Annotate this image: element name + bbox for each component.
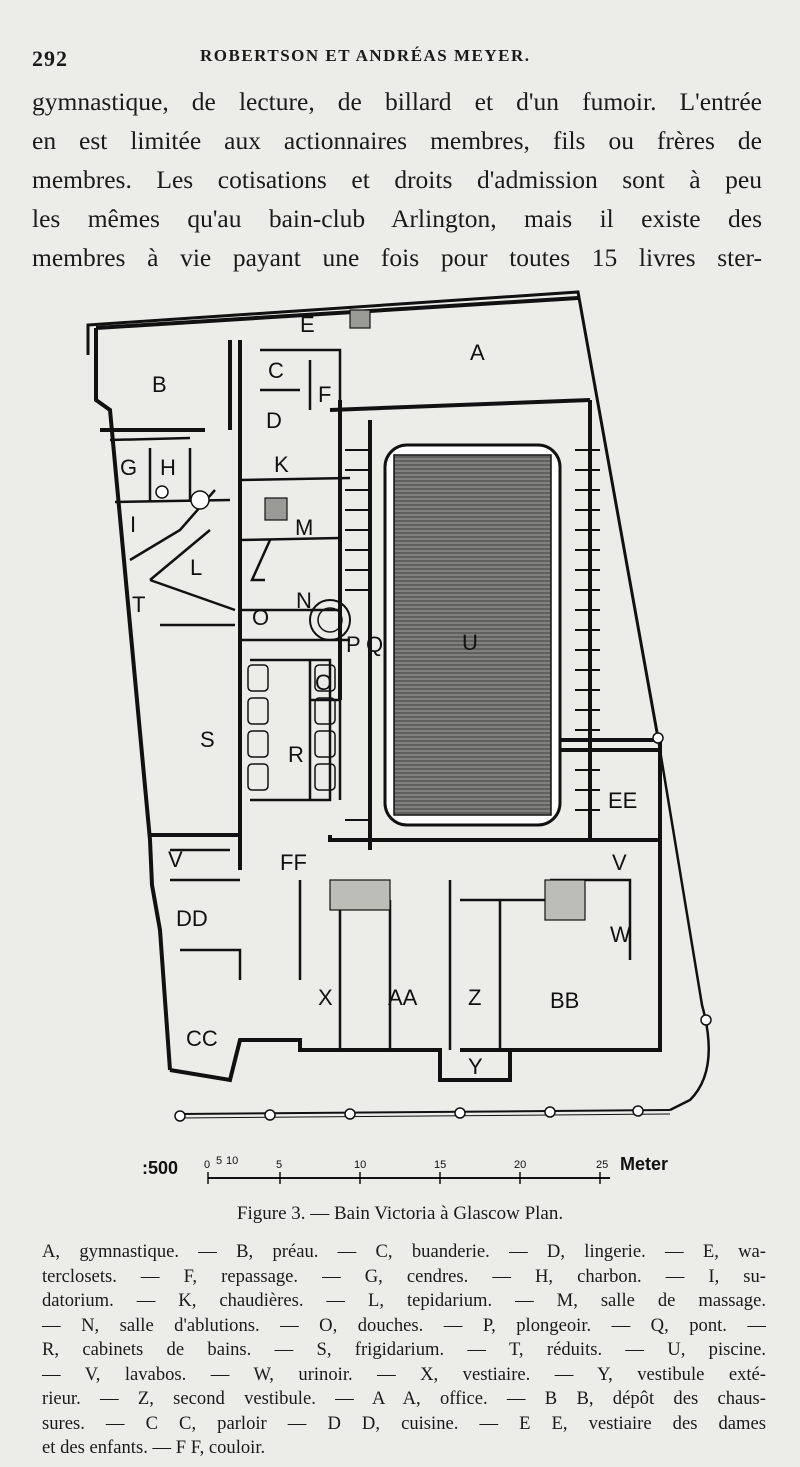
room-label: O <box>252 605 269 630</box>
room-label: D <box>266 408 282 433</box>
room-label: U <box>462 630 478 655</box>
staircases <box>264 309 586 921</box>
site-boundary <box>86 290 710 1119</box>
room-label: S <box>200 727 215 752</box>
room-label: I <box>130 512 136 537</box>
scale-tick: 10 <box>226 1155 238 1167</box>
figure-legend: A, gymnastique. — B, préau. — C, buander… <box>42 1240 766 1461</box>
body-line: membres à vie payant une fois pour toute… <box>32 243 762 272</box>
room-label: C <box>268 358 284 383</box>
room-label: Q <box>366 632 383 657</box>
building-walls <box>94 296 662 1083</box>
floor-plan: A B C D E F G H I K L M N O O P Q R S T <box>30 280 770 1220</box>
room-label: V <box>168 847 183 872</box>
legend-line: rieur. — Z, second vestibule. — A A, off… <box>42 1388 766 1409</box>
room-labels: A B C D E F G H I K L M N O O P Q R S T <box>120 312 637 1079</box>
scale-ratio: :500 <box>142 1158 178 1178</box>
floor-plan-drawing: A B C D E F G H I K L M N O O P Q R S T <box>86 290 712 1184</box>
swimming-pool <box>309 443 562 827</box>
page-number: 292 <box>32 46 68 71</box>
scale-bar: :500 0 5 10 5 10 15 20 25 Meter <box>142 1154 668 1184</box>
scale-tick: 20 <box>514 1159 526 1171</box>
room-label: BB <box>550 988 579 1013</box>
legend-line: sures. — C C, parloir — D D, cuisine. — … <box>42 1412 766 1434</box>
room-label: Y <box>468 1054 483 1079</box>
room-label: E <box>300 312 315 337</box>
scale-tick: 25 <box>596 1159 608 1171</box>
pool-cabins-right <box>575 449 600 811</box>
room-label: L <box>190 555 202 580</box>
room-label: N <box>296 588 312 613</box>
legend-line: datorium. — K, chaudières. — L, tepidari… <box>42 1290 766 1311</box>
legend-line: — V, lavabos. — W, urinoir. — X, vestiai… <box>42 1363 766 1385</box>
body-line: gymnastique, de lecture, de billard et d… <box>32 87 762 116</box>
scale-tick: 5 <box>216 1155 222 1167</box>
legend-line: — N, salle d'ablutions. — O, douches. — … <box>42 1314 766 1336</box>
legend-line: terclosets. — F, repassage. — G, cendres… <box>42 1265 766 1287</box>
body-line: les mêmes qu'au bain-club Arlington, mai… <box>32 204 762 233</box>
room-label: W <box>610 922 631 947</box>
room-label: M <box>295 515 313 540</box>
figure-caption: Figure 3. — Bain Victoria à Glascow Plan… <box>236 1203 564 1224</box>
room-label: H <box>160 455 176 480</box>
room-label: Z <box>468 985 481 1010</box>
room-label: P <box>346 632 361 657</box>
room-label: O <box>315 670 332 695</box>
room-label: X <box>318 985 333 1010</box>
room-label: A <box>470 340 485 365</box>
room-label: AA <box>388 985 418 1010</box>
legend-line: R, cabinets de bains. — S, frigidarium. … <box>42 1339 766 1360</box>
scale-tick: 10 <box>354 1159 366 1171</box>
body-paragraph: gymnastique, de lecture, de billard et d… <box>32 82 762 277</box>
body-line: en est limitée aux actionnaires membres,… <box>32 126 762 155</box>
pool-cabins-left <box>345 449 370 821</box>
scale-tick: 0 <box>204 1159 210 1171</box>
room-label: F <box>318 382 331 407</box>
bath-cabins <box>247 664 336 791</box>
scale-tick: 5 <box>276 1159 282 1171</box>
room-label: FF <box>280 850 307 875</box>
room-label: V <box>612 850 627 875</box>
room-label: T <box>132 592 145 617</box>
room-label: DD <box>176 906 208 931</box>
room-label: B <box>152 372 167 397</box>
scale-unit: Meter <box>620 1154 668 1174</box>
room-label: CC <box>186 1026 218 1051</box>
room-label: EE <box>608 788 637 813</box>
scale-tick: 15 <box>434 1159 446 1171</box>
room-label: R <box>288 742 304 767</box>
room-label: K <box>274 452 289 477</box>
running-title: ROBERTSON ET ANDRÉAS MEYER. <box>200 46 531 65</box>
page-header: 292 ROBERTSON ET ANDRÉAS MEYER. <box>28 42 768 76</box>
boundary-posts <box>155 485 712 1122</box>
legend-line: A, gymnastique. — B, préau. — C, buander… <box>42 1241 766 1262</box>
room-label: G <box>120 455 137 480</box>
inner-partitions <box>109 348 632 1050</box>
legend-line: et des enfants. — F F, couloir. <box>42 1437 266 1458</box>
body-line: membres. Les cotisations et droits d'adm… <box>32 165 762 194</box>
